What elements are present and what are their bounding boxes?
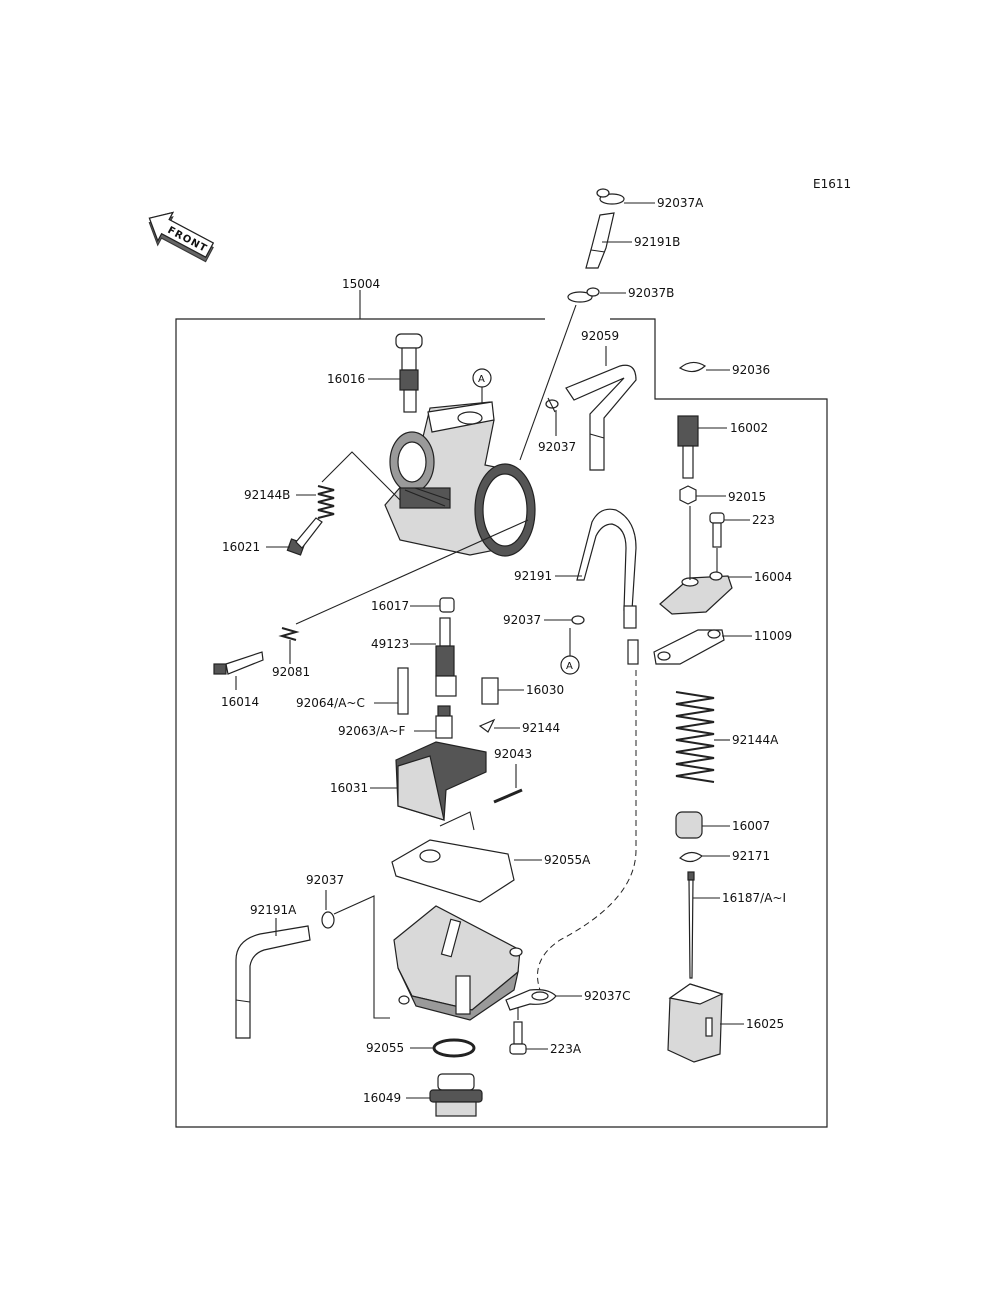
label-16021: 16021 — [222, 540, 260, 554]
plug-16049 — [406, 1073, 483, 1117]
assembly-label: 15004 — [342, 277, 380, 291]
float-bowl — [393, 905, 523, 1021]
label-92055A: 92055A — [544, 853, 591, 867]
label-223: 223 — [752, 513, 775, 527]
label-92037-top: 92037 — [538, 440, 576, 454]
throttle-valve-16025 — [667, 983, 744, 1063]
label-92063: 92063/A~F — [338, 724, 405, 738]
label-16025: 16025 — [746, 1017, 784, 1031]
ring-92036 — [678, 361, 730, 373]
label-92059: 92059 — [581, 329, 619, 343]
hose-92191A — [235, 918, 311, 1039]
label-92064: 92064/A~C — [296, 696, 365, 710]
label-92055: 92055 — [366, 1041, 404, 1055]
label-92144A: 92144A — [732, 733, 779, 747]
screw-16014 — [213, 651, 264, 690]
front-arrow-icon: FRONT — [148, 211, 215, 263]
clamp-92037-mid — [544, 615, 585, 625]
part-49123 — [410, 617, 457, 697]
label-92015: 92015 — [728, 490, 766, 504]
label-92036: 92036 — [732, 363, 770, 377]
label-16014: 16014 — [221, 695, 259, 709]
clip-92171 — [679, 851, 730, 863]
label-16031: 16031 — [330, 781, 368, 795]
label-49123: 49123 — [371, 637, 409, 651]
adjuster-16002 — [677, 415, 727, 479]
label-16002: 16002 — [730, 421, 768, 435]
label-92144: 92144 — [522, 721, 560, 735]
diagram-code: E1611 — [813, 177, 851, 191]
label-16004: 16004 — [754, 570, 792, 584]
hose-92059 — [565, 346, 637, 471]
part-16017 — [410, 597, 455, 613]
oring-92055 — [410, 1038, 476, 1058]
label-92171: 92171 — [732, 849, 770, 863]
jet-92063 — [414, 705, 453, 739]
label-92037C: 92037C — [584, 989, 631, 1003]
label-92191A: 92191A — [250, 903, 297, 917]
part-16007 — [675, 811, 730, 839]
label-16030: 16030 — [526, 683, 564, 697]
clamp-92037C — [505, 989, 582, 1011]
gasket-11009 — [653, 629, 752, 665]
ref-marker-mid-text: A — [566, 661, 573, 672]
clamp-92037-low — [321, 890, 335, 929]
clip-92144 — [478, 718, 520, 733]
nut-92015 — [679, 485, 726, 505]
screw-16021 — [266, 517, 323, 556]
carburetor-body — [384, 401, 536, 557]
clamp-92037A — [596, 188, 655, 205]
clamp-92037-top — [545, 397, 559, 436]
label-16007: 16007 — [732, 819, 770, 833]
part-16030 — [481, 677, 524, 705]
screw-16016 — [368, 333, 423, 413]
label-92037-mid: 92037 — [503, 613, 541, 627]
label-16017: 16017 — [371, 599, 409, 613]
label-92191B: 92191B — [634, 235, 680, 249]
spring-92144B — [296, 485, 335, 519]
label-16049: 16049 — [363, 1091, 401, 1105]
hose-92191B — [585, 212, 632, 269]
screw-223A — [509, 1008, 548, 1055]
needle-16187 — [687, 871, 720, 979]
gasket-92055A — [391, 839, 542, 903]
ref-marker-mid — [560, 655, 580, 675]
label-92081: 92081 — [272, 665, 310, 679]
spring-92081 — [278, 627, 300, 664]
label-16016: 16016 — [327, 372, 365, 386]
spring-92144A — [675, 691, 730, 783]
float-16031 — [370, 741, 487, 831]
ref-marker-top-text: A — [478, 374, 485, 385]
label-92043: 92043 — [494, 747, 532, 761]
label-92037-low: 92037 — [306, 873, 344, 887]
label-16187: 16187/A~I — [722, 891, 786, 905]
clamp-92037B — [567, 287, 626, 303]
label-92191: 92191 — [514, 569, 552, 583]
label-223A: 223A — [550, 1042, 582, 1056]
cap-16004 — [659, 506, 752, 615]
label-92144B: 92144B — [244, 488, 290, 502]
label-92037B: 92037B — [628, 286, 674, 300]
assembly-frame — [175, 290, 828, 1128]
pin-92043 — [493, 764, 523, 804]
label-92037A: 92037A — [657, 196, 704, 210]
jet-92064 — [374, 667, 409, 715]
label-11009: 11009 — [754, 629, 792, 643]
screw-223 — [709, 512, 750, 548]
hose-92191 — [555, 508, 637, 611]
